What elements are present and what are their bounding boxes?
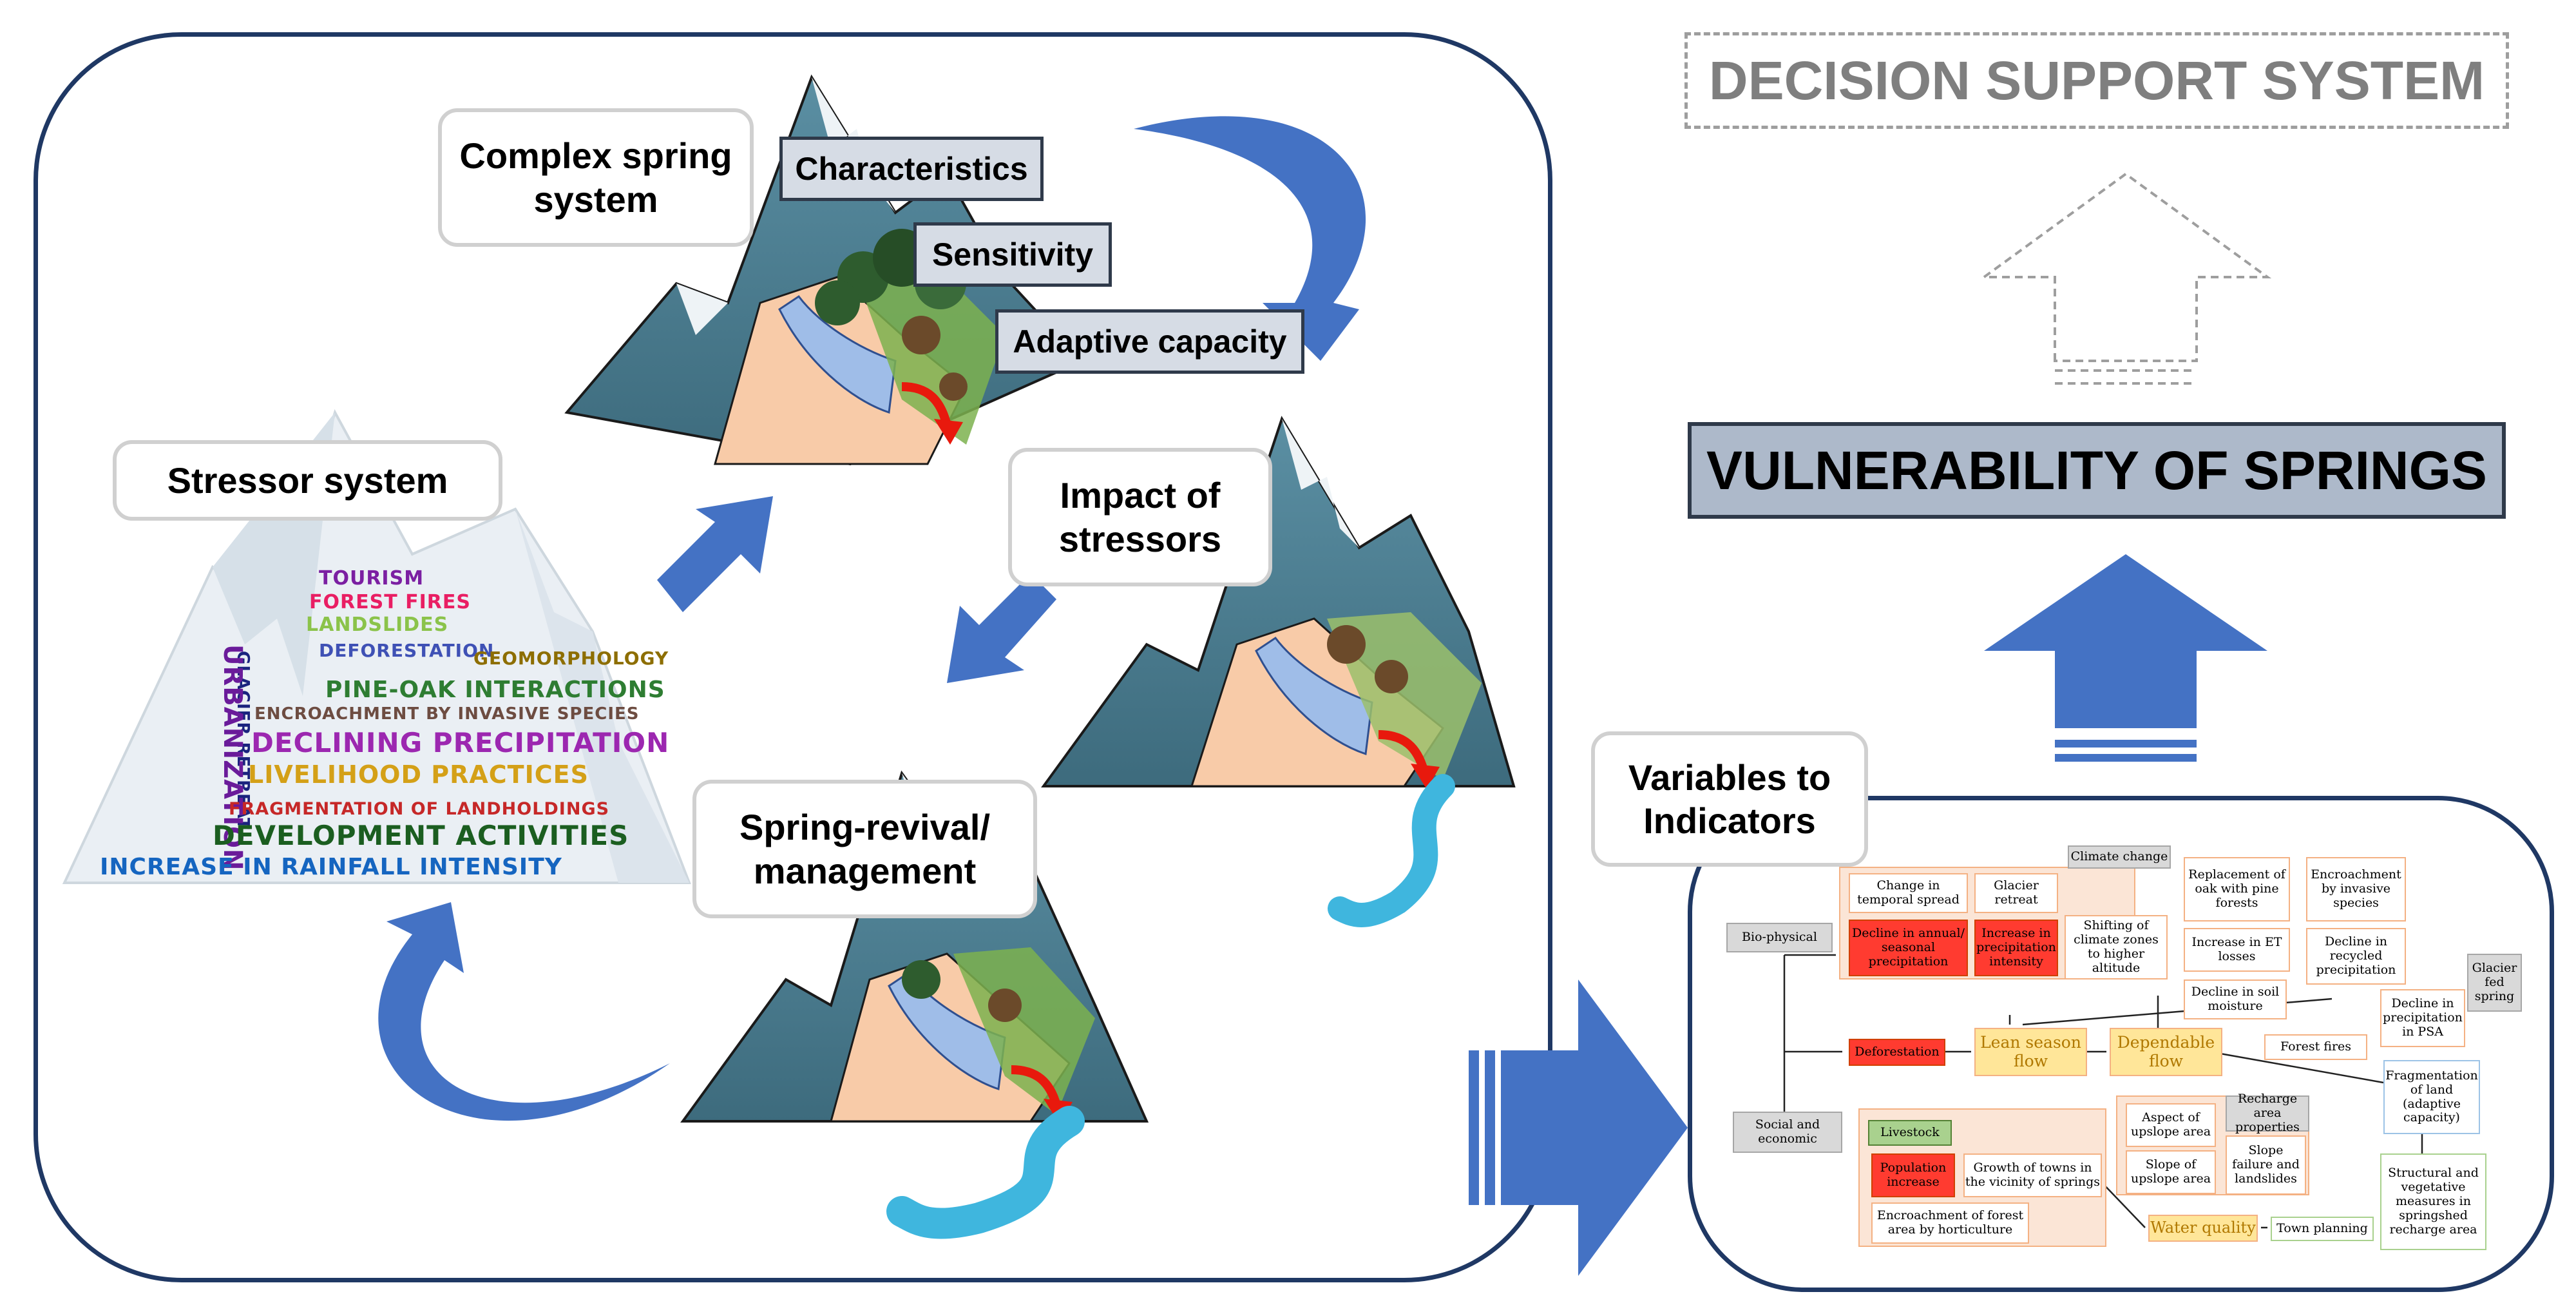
- vulnerability-title: VULNERABILITY OF SPRINGS: [1688, 422, 2506, 519]
- characteristics-tag: Characteristics: [779, 137, 1044, 201]
- forest-fires-node: Forest fires: [2264, 1034, 2367, 1060]
- stressor-word-geomorphology: Geomorphology: [473, 648, 669, 669]
- decline-psa-node: Decline in precipitation in PSA: [2380, 989, 2465, 1047]
- deforestation-node: Deforestation: [1849, 1039, 1945, 1066]
- adaptive-capacity-tag: Adaptive capacity: [995, 309, 1304, 374]
- aspect-upslope-node: Aspect of upslope area: [2126, 1103, 2216, 1147]
- stressor-word-development: Development activities: [213, 820, 629, 851]
- lean-season-node: Lean season flow: [1974, 1028, 2087, 1076]
- encroach-forest-node: Encroachment of forest area by horticult…: [1871, 1202, 2029, 1244]
- decline-soil-node: Decline in soil moisture: [2184, 979, 2287, 1019]
- stressor-word-forest-fires: Forest fires: [309, 591, 471, 613]
- growth-towns-node: Growth of towns in the vicinity of sprin…: [1963, 1153, 2102, 1197]
- social-economic-node: Social and economic: [1733, 1112, 1842, 1153]
- dashed-up-arrow: [1980, 172, 2272, 385]
- fragmentation-node: Fragmentation of land (adaptive capacity…: [2383, 1060, 2480, 1134]
- impact-mountain: [1041, 416, 1516, 927]
- stressor-word-fragmentation: Fragmentation of landholdings: [229, 799, 610, 819]
- slope-upslope-node: Slope of upslope area: [2126, 1150, 2216, 1194]
- complex-spring-mountain: [564, 74, 1085, 466]
- arrow-stripes: [1469, 740, 2197, 1205]
- stressor-word-declining-precipitation: Declining precipitation: [251, 727, 670, 758]
- stressor-word-deforestation: Deforestation: [319, 640, 495, 661]
- stressor-word-pine-oak: Pine-oak interactions: [325, 677, 665, 703]
- stressor-word-landslides: Landslides: [306, 613, 449, 636]
- glacier-fed-node: Glacier fed spring: [2467, 954, 2522, 1012]
- dependable-node: Dependable flow: [2110, 1028, 2222, 1076]
- increase-intensity-node: Increase in precipitation intensity: [1974, 920, 2058, 976]
- indicator-panel: [1688, 796, 2554, 1292]
- glacier-retreat-node: Glacier retreat: [1974, 873, 2058, 913]
- population-node: Population increase: [1871, 1153, 1955, 1197]
- decline-annual-node: Decline in annual/ seasonal precipitatio…: [1849, 920, 1968, 976]
- livestock-node: Livestock: [1868, 1120, 1952, 1146]
- slope-failure-node: Slope failure and landslides: [2226, 1135, 2306, 1195]
- encroach-invasive-node: Encroachment by invasive species: [2306, 857, 2406, 921]
- water-quality-node: Water quality: [2148, 1215, 2258, 1242]
- impact-stressors-label: Impact of stressors: [1008, 448, 1272, 586]
- spring-revival-label: Spring-revival/ management: [692, 780, 1037, 918]
- town-planning-node: Town planning: [2271, 1217, 2374, 1241]
- increase-et-node: Increase in ET losses: [2184, 928, 2290, 972]
- structural-node: Structural and vegetative measures in sp…: [2380, 1153, 2486, 1250]
- replacement-oak-node: Replacement of oak with pine forests: [2184, 857, 2290, 921]
- decision-support-title: DECISION SUPPORT SYSTEM: [1684, 32, 2509, 129]
- main-panel: [33, 32, 1552, 1282]
- recharge-props-node: Recharge area properties: [2226, 1092, 2309, 1134]
- change-temporal-node: Change in temporal spread: [1849, 873, 1968, 913]
- stressor-word-livelihood: Livelihood practices: [248, 760, 589, 789]
- stressor-word-tourism: Tourism: [319, 567, 425, 590]
- stressor-system-label: Stressor system: [113, 440, 502, 521]
- stressor-word-encroachment: Encroachment by invasive species: [254, 704, 640, 724]
- cycle-arrows: [378, 116, 2267, 1276]
- variables-indicators-label: Variables to Indicators: [1591, 731, 1868, 867]
- sensitivity-tag: Sensitivity: [913, 222, 1112, 287]
- shifting-zones-node: Shifting of climate zones to higher alti…: [2065, 915, 2168, 979]
- stressor-word-rainfall-intensity: Increase in rainfall intensity: [100, 854, 562, 880]
- climate-change-node: Climate change: [2068, 845, 2171, 869]
- bio-physical-node: Bio-physical: [1726, 923, 1833, 952]
- complex-spring-label: Complex spring system: [438, 108, 754, 247]
- decline-recycled-node: Decline in recycled precipitation: [2306, 928, 2406, 985]
